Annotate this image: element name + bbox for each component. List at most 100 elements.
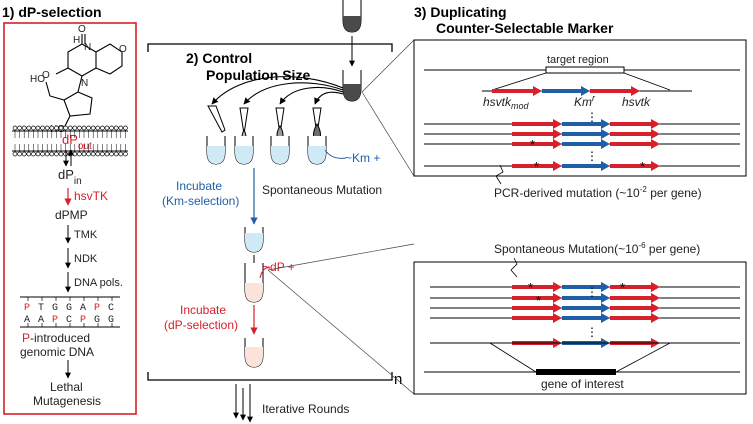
km-segment-head <box>601 119 610 129</box>
hsvtk-mod-segment-head <box>553 139 562 149</box>
lipid-head <box>123 151 128 157</box>
upper-mutant-lines: ***⋮⋮ <box>424 110 740 174</box>
km-segment <box>562 316 602 320</box>
hsvtk-mod-segment <box>512 316 554 320</box>
km-segment-head <box>601 129 610 139</box>
culture-liquid <box>207 146 225 164</box>
dots-upper-1: ⋮ <box>586 110 598 124</box>
km-segment <box>562 164 602 168</box>
lipid-head <box>81 125 87 131</box>
lower-mutant-lines: ***⋮⋮ <box>430 280 740 348</box>
base-bottom: P <box>52 315 58 326</box>
dispense-arrow-4 <box>314 91 344 105</box>
hsvtk-segment <box>610 306 652 310</box>
hsvtk-mod-segment-head <box>553 161 562 171</box>
incubate-km-line-1: Incubate <box>176 179 222 193</box>
hsvtk-segment <box>610 316 652 320</box>
dispense-arrow-2 <box>243 82 344 105</box>
dp-tube-liquid <box>245 283 263 302</box>
lipid-head <box>31 151 36 157</box>
lipid-head <box>100 125 105 131</box>
lipid-head <box>17 125 22 131</box>
hsvtk-segment-head <box>651 303 660 313</box>
panel1-title: 1) dP-selection <box>2 4 102 20</box>
lipid-head <box>100 151 105 157</box>
lipid-head <box>26 151 32 157</box>
lipid-head <box>58 151 64 157</box>
base-top: T <box>38 303 44 314</box>
lipid-head <box>109 125 114 131</box>
dispense-arrow-1 <box>211 76 344 105</box>
lipid-head <box>40 151 45 157</box>
pcr-zigzag <box>495 164 504 185</box>
dp-out-label: dPout <box>62 132 92 152</box>
lower-crossover-lines <box>489 342 671 373</box>
dispense-arrow-3 <box>279 87 344 105</box>
lipid-head <box>63 125 68 131</box>
panel3-title-line-1: 3) Duplicating <box>414 4 507 20</box>
lipid-head <box>95 151 101 157</box>
lipid-head <box>118 151 124 157</box>
hsvtk-segment-head <box>651 139 660 149</box>
km-segment-head <box>601 303 610 313</box>
base-top: C <box>108 303 114 314</box>
km-segment-head <box>601 139 610 149</box>
lipid-head <box>72 125 78 131</box>
callout-lines <box>267 39 415 395</box>
km-resistance-label: Kmr <box>574 93 596 109</box>
lipid-head <box>77 125 82 131</box>
dna-pols-label: DNA pols. <box>74 277 123 289</box>
lipid-head <box>40 125 45 131</box>
lipid-head <box>113 125 119 131</box>
hsvtk-label: hsvtk <box>622 95 651 109</box>
hsvtk-segment <box>590 89 632 93</box>
lipid-head <box>95 125 101 131</box>
base-top: P <box>24 303 30 314</box>
km-segment <box>562 142 602 146</box>
hsvtk-segment <box>610 132 652 136</box>
mutation-star: * <box>640 159 645 174</box>
mutation-star: * <box>536 293 541 308</box>
lipid-head <box>104 125 110 131</box>
tmk-label: TMK <box>74 229 98 241</box>
lipid-head <box>21 151 27 157</box>
ndk-label: NDK <box>74 253 98 265</box>
km-segment <box>562 285 602 289</box>
dp-in-label: dPin <box>58 167 82 187</box>
incubate-dp-line-2: (dP-selection) <box>164 318 238 332</box>
panel-dp-selection: 1) dP-selection O H N O N O HO HO dPout <box>2 4 137 415</box>
km-segment <box>562 132 602 136</box>
hsvtk-mod-segment-head <box>553 129 562 139</box>
hsvtk-segment-head <box>651 129 660 139</box>
base-bottom: C <box>66 315 72 326</box>
genomic-line-2: genomic DNA <box>20 345 94 359</box>
hsvtk-mod-segment <box>512 296 554 300</box>
km-segment-head <box>601 282 610 292</box>
lipid-head <box>26 125 32 131</box>
hsvtk-segment-head <box>651 282 660 292</box>
lipid-head <box>72 151 78 157</box>
mutation-star: * <box>530 137 535 152</box>
target-region-box <box>545 66 625 74</box>
lipid-head <box>21 125 27 131</box>
lipid-head <box>44 151 50 157</box>
molecule-hydroxyl-1: HO <box>30 74 45 85</box>
hsvtk-mod-segment <box>512 142 554 146</box>
dots-upper-2: ⋮ <box>586 149 598 163</box>
mutation-star: * <box>620 280 625 295</box>
km-segment <box>562 296 602 300</box>
lipid-head <box>35 151 41 157</box>
lipid-head <box>113 151 119 157</box>
panel1-border <box>3 22 137 415</box>
lipid-head <box>54 125 59 131</box>
lethal-line-2: Mutagenesis <box>33 394 101 408</box>
panel2-title-line-1: 2) Control <box>186 50 252 66</box>
lipid-head <box>67 125 73 131</box>
hsvtk-enzyme-label: hsvTK <box>74 189 108 203</box>
lipid-head <box>86 151 91 157</box>
panel3-title-line-2: Counter-Selectable Marker <box>436 20 614 36</box>
dp-plus-tick <box>259 267 271 279</box>
km-segment-head <box>601 313 610 323</box>
